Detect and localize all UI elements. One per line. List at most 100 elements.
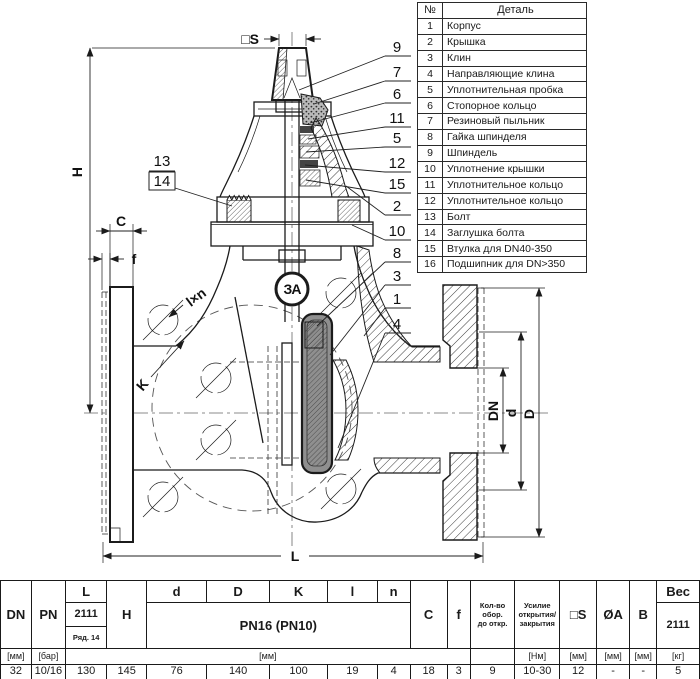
dimension-s-square: □S (241, 31, 321, 47)
value-f: 3 (446, 664, 471, 679)
bushing (299, 169, 321, 187)
o-ring-lower (300, 160, 318, 168)
callout-11: 11 (307, 110, 411, 140)
force-line3: закрытия (519, 619, 555, 628)
o-ring-upper (299, 134, 317, 145)
dimension-lxn: l×n (168, 284, 209, 318)
callout-8: 8 (316, 245, 411, 327)
dimension-dn: DN (455, 367, 509, 454)
dimension-c: C (96, 213, 147, 287)
value-n: 4 (376, 664, 411, 679)
svg-text:12: 12 (389, 155, 406, 172)
table-row: 2111 PN16 (PN10) 2111 (1, 602, 700, 649)
col-header-big-d: D (206, 580, 271, 603)
table-row: № Деталь (417, 2, 587, 19)
dimensions-table: DN PN L H d D K l n C f Кол-во обор. до … (0, 580, 700, 679)
svg-text:DN: DN (485, 401, 501, 421)
svg-text:H: H (69, 167, 85, 177)
svg-text:6: 6 (393, 86, 401, 103)
dimension-l: L (102, 542, 484, 564)
parts-col-number: № (417, 2, 443, 19)
unit-pn: [бар] (30, 648, 67, 665)
manufacturer-logo: ЗА (274, 271, 310, 307)
svg-text:3: 3 (393, 268, 401, 285)
wedge (281, 312, 334, 475)
dimension-h: H (69, 47, 275, 414)
value-pn: 10/16 (30, 664, 67, 679)
table-row: DN PN L H d D K l n C f Кол-во обор. до … (0, 580, 700, 649)
l-sub-code: 2111 (64, 602, 108, 627)
pn-group-header: PN16 (PN10) (146, 602, 411, 649)
stem-nut (304, 321, 324, 349)
col-header-dn: DN (0, 580, 32, 649)
callout-6: 6 (309, 86, 411, 124)
value-l-small: 19 (327, 664, 378, 679)
dimension-d: d (479, 331, 527, 491)
unit-b: [мм] (629, 648, 658, 665)
value-k: 100 (269, 664, 329, 679)
circlip (300, 126, 314, 133)
unit-force: [Нм] (514, 648, 561, 665)
value-force: 10-30 (514, 664, 561, 679)
value-ves: 5 (656, 664, 700, 679)
unit-dn: [мм] (0, 648, 32, 665)
col-header-n: n (376, 580, 411, 603)
ves-sub-code: 2111 (656, 602, 700, 649)
value-l: 130 (64, 664, 108, 679)
col-header-s-square: □S (559, 580, 598, 649)
svg-text:8: 8 (393, 245, 401, 262)
svg-text:K: K (133, 376, 152, 394)
col-header-b: B (629, 580, 658, 649)
callout-2: 2 (345, 185, 411, 216)
right-flange-section (442, 284, 485, 541)
gland-stack (299, 93, 350, 198)
callout-5: 5 (305, 130, 411, 153)
svg-text:4: 4 (393, 316, 401, 333)
col-header-k: K (269, 580, 329, 603)
value-big-d: 140 (206, 664, 271, 679)
callout-10: 10 (351, 223, 411, 241)
value-b: - (629, 664, 658, 679)
dimension-big-d: D (481, 287, 545, 538)
svg-text:13: 13 (154, 153, 171, 170)
callout-1: 1 (363, 291, 411, 337)
value-h: 145 (106, 664, 148, 679)
callout-7: 7 (313, 64, 411, 105)
col-header-a: ØA (596, 580, 631, 649)
col-header-c: C (409, 580, 448, 649)
part-callouts: 9 7 6 11 5 12 15 2 10 8 3 1 4 13 14 (148, 39, 411, 449)
unit-ves: [кг] (656, 648, 700, 665)
callout-3: 3 (329, 268, 411, 356)
svg-text:D: D (521, 409, 537, 419)
dimension-k: K (133, 340, 185, 394)
unit-turns (469, 648, 516, 665)
col-header-f: f (446, 580, 471, 649)
col-header-force: Усилие открытия/ закрытия (514, 580, 561, 649)
value-turns: 9 (469, 664, 516, 679)
callout-15: 15 (305, 176, 411, 194)
parts-col-detail: Деталь (442, 2, 587, 19)
svg-text:l×n: l×n (183, 284, 209, 309)
bonnet (210, 93, 374, 261)
col-header-ves: Вес (656, 580, 700, 603)
turns-line3: до откр. (477, 619, 508, 628)
callout-13-14: 13 14 (148, 153, 233, 207)
svg-text:15: 15 (389, 176, 406, 193)
svg-text:f: f (132, 251, 137, 267)
turns-line2: обор. (482, 610, 503, 619)
value-s: 12 (559, 664, 598, 679)
unit-mm-span: [мм] (65, 648, 471, 665)
